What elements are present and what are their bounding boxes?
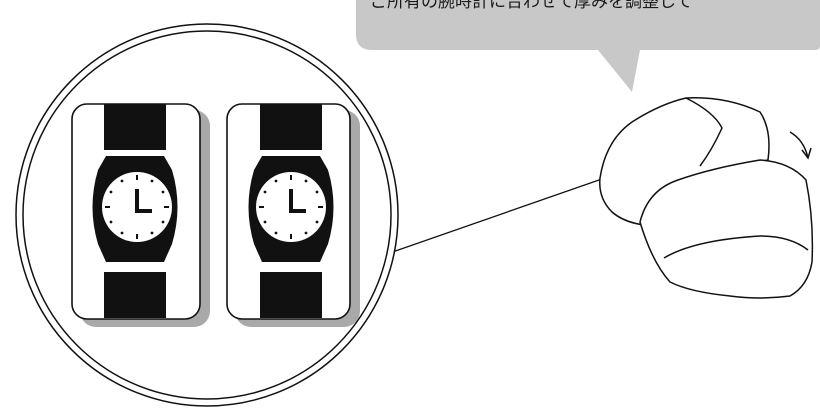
speech-bubble: ご所有の腕時計に合わせて厚みを調整して bbox=[356, 0, 820, 92]
watch-ticks bbox=[105, 175, 169, 239]
watch-tray-right bbox=[226, 103, 360, 327]
watch-ticks bbox=[259, 175, 323, 239]
watch-icon bbox=[92, 104, 178, 318]
cushion-icon bbox=[599, 97, 814, 299]
callout-text: ご所有の腕時計に合わせて厚みを調整して bbox=[370, 0, 693, 12]
rotation-arrow-icon bbox=[789, 131, 812, 160]
watch-icon bbox=[248, 104, 334, 318]
watch-tray-left bbox=[71, 103, 210, 327]
